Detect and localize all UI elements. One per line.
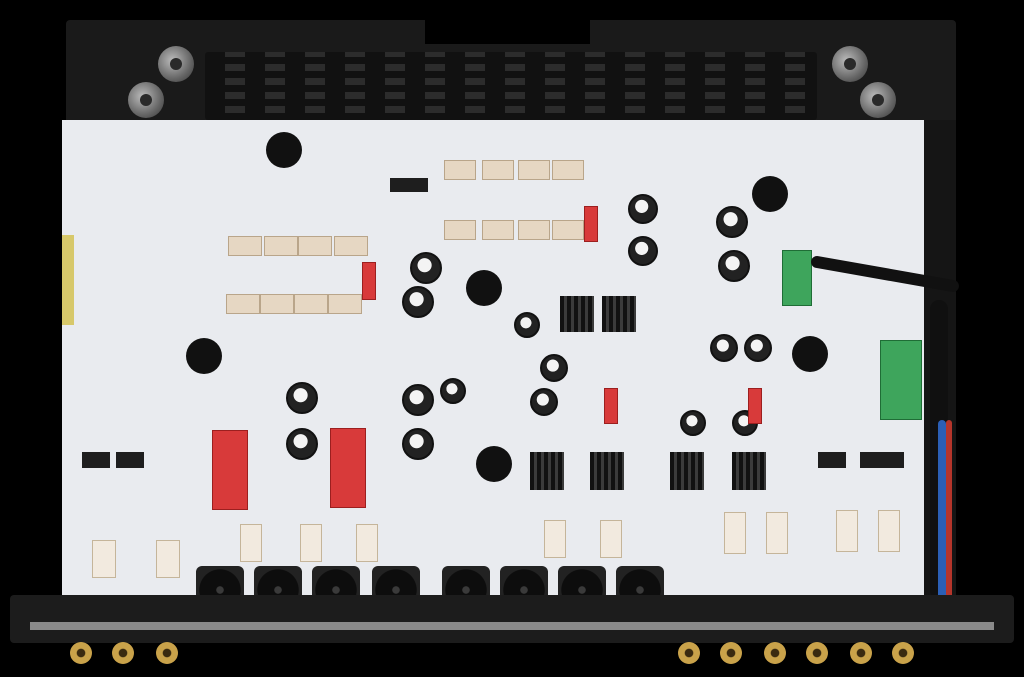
capacitor: [402, 384, 434, 416]
ic-chip: [860, 452, 904, 468]
pcb-hole: [186, 338, 222, 374]
capacitor: [716, 206, 748, 238]
relay: [836, 510, 858, 552]
ic-chip: [116, 452, 144, 468]
heatsink: [602, 296, 636, 332]
film-capacitor: [444, 160, 476, 180]
capacitor: [530, 388, 558, 416]
rca-jack: [156, 642, 178, 664]
blue-wire: [938, 420, 946, 600]
relay: [300, 524, 322, 562]
pcb-hole: [752, 176, 788, 212]
rear-panel-bar: [10, 595, 1014, 643]
rca-jack: [806, 642, 828, 664]
capacitor: [286, 382, 318, 414]
capacitor: [680, 410, 706, 436]
red-component: [362, 262, 376, 300]
capacitor: [628, 236, 658, 266]
red-relay: [212, 430, 248, 510]
pcb-hole: [266, 132, 302, 168]
ic-chip: [818, 452, 846, 468]
pcb-hole: [476, 446, 512, 482]
rca-jack: [70, 642, 92, 664]
relay: [878, 510, 900, 552]
rca-jack: [720, 642, 742, 664]
capacitor: [402, 428, 434, 460]
capacitor: [744, 334, 772, 362]
relay: [240, 524, 262, 562]
terminal-block: [880, 340, 922, 420]
capacitor: [286, 428, 318, 460]
film-capacitor: [444, 220, 476, 240]
relay: [724, 512, 746, 554]
rca-jack: [112, 642, 134, 664]
capacitor: [514, 312, 540, 338]
film-capacitor: [328, 294, 362, 314]
mounting-stud: [832, 46, 868, 82]
red-relay: [330, 428, 366, 508]
capacitor: [628, 194, 658, 224]
capacitor: [718, 250, 750, 282]
capacitor: [440, 378, 466, 404]
ventilation-grille: [205, 52, 817, 120]
heatsink: [732, 452, 766, 490]
heatsink: [670, 452, 704, 490]
film-capacitor: [552, 160, 584, 180]
film-capacitor: [482, 220, 514, 240]
film-capacitor: [482, 160, 514, 180]
terminal-block: [782, 250, 812, 306]
ic-chip: [82, 452, 110, 468]
rca-jack: [892, 642, 914, 664]
film-capacitor: [518, 220, 550, 240]
rca-jack: [850, 642, 872, 664]
heatsink: [590, 452, 624, 490]
mounting-stud: [128, 82, 164, 118]
red-component: [584, 206, 598, 242]
red-component: [604, 388, 618, 424]
relay: [92, 540, 116, 578]
mounting-stud: [158, 46, 194, 82]
pcb-hole: [792, 336, 828, 372]
rca-jack: [678, 642, 700, 664]
red-component: [748, 388, 762, 424]
relay: [356, 524, 378, 562]
red-wire: [946, 420, 952, 600]
film-capacitor: [552, 220, 584, 240]
film-capacitor: [260, 294, 294, 314]
film-capacitor: [228, 236, 262, 256]
film-capacitor: [518, 160, 550, 180]
film-capacitor: [298, 236, 332, 256]
film-capacitor: [226, 294, 260, 314]
pcb-yellow-label: [62, 235, 74, 325]
ic-chip: [390, 178, 428, 192]
chassis-notch: [425, 20, 590, 44]
film-capacitor: [264, 236, 298, 256]
capacitor: [710, 334, 738, 362]
relay: [156, 540, 180, 578]
rca-jack: [764, 642, 786, 664]
relay: [544, 520, 566, 558]
film-capacitor: [294, 294, 328, 314]
film-capacitor: [334, 236, 368, 256]
relay: [600, 520, 622, 558]
relay: [766, 512, 788, 554]
pcb-hole: [466, 270, 502, 306]
rear-panel-edge: [30, 622, 994, 630]
mounting-stud: [860, 82, 896, 118]
capacitor: [410, 252, 442, 284]
capacitor: [402, 286, 434, 318]
heatsink: [530, 452, 564, 490]
heatsink: [560, 296, 594, 332]
capacitor: [540, 354, 568, 382]
